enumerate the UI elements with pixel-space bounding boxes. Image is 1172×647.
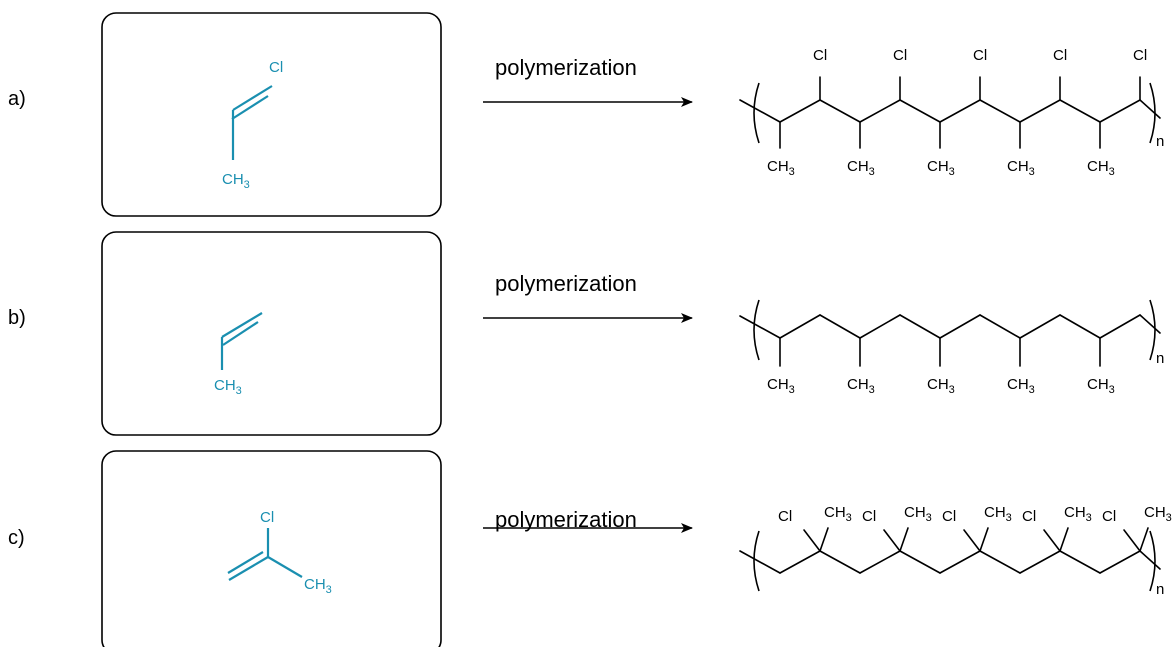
right-bracket (1149, 82, 1156, 144)
bond (899, 314, 941, 339)
end-bond-left (739, 315, 781, 339)
end-bond-left (739, 99, 781, 123)
ch3-label: CH3 (927, 158, 955, 178)
row-label-b: b) (8, 307, 26, 329)
ch3-bond (1139, 527, 1149, 552)
bond (899, 99, 941, 123)
bond (859, 550, 901, 574)
bond (939, 314, 981, 339)
monomer-c-ch: CH3 (304, 576, 332, 596)
ch3-label: CH3 (1144, 504, 1172, 524)
arrow-label-a: polymerization (495, 55, 637, 80)
bond (979, 314, 1021, 339)
ch3-bond (1059, 527, 1069, 552)
bond (1019, 99, 1061, 123)
bond (819, 550, 861, 574)
polymer-b: CH3 CH3 CH3 CH3 CH3 n (739, 299, 1164, 396)
monomer-c (227, 528, 303, 581)
ch3-label: CH3 (1087, 376, 1115, 396)
bond (1019, 550, 1061, 574)
bond (979, 550, 1021, 574)
cl-bond (1043, 529, 1061, 552)
repeat-n: n (1156, 133, 1164, 150)
arrow-label-b: polymerization (495, 271, 637, 296)
end-bond-right (1139, 550, 1161, 570)
monomer-b-ch: CH3 (214, 377, 242, 397)
cl-label: Cl (973, 47, 987, 64)
right-bracket (1149, 299, 1156, 361)
monomer-box-c (101, 450, 442, 647)
end-bond-right (1139, 99, 1161, 119)
bond (1019, 314, 1061, 339)
end-bond-right (1139, 314, 1161, 334)
bond (899, 550, 941, 574)
ch3-label: CH3 (767, 376, 795, 396)
row-label-a: a) (8, 88, 26, 110)
bond (979, 99, 1021, 123)
monomer-c-cl: Cl (260, 509, 274, 526)
ch3-label: CH3 (847, 376, 875, 396)
cl-bond (1123, 529, 1141, 552)
left-bracket (753, 299, 760, 361)
bond (1059, 99, 1101, 123)
ch3-bond (899, 527, 909, 552)
cl-label: Cl (1022, 508, 1036, 525)
monomer-b (220, 312, 263, 370)
bond (1059, 550, 1101, 574)
bond (779, 550, 821, 574)
left-bracket (753, 82, 760, 144)
right-bracket (1149, 530, 1156, 592)
cl-label: Cl (942, 508, 956, 525)
monomer-a (231, 85, 273, 160)
monomer-a-ch: CH3 (222, 171, 250, 191)
cl-label: Cl (813, 47, 827, 64)
bond (1099, 314, 1141, 339)
ch3-label: CH3 (927, 376, 955, 396)
ch3-label: CH3 (767, 158, 795, 178)
cl-label: Cl (1133, 47, 1147, 64)
cl-bond (963, 529, 981, 552)
ch3-bond (819, 527, 829, 552)
arrow-label-c: polymerization (495, 507, 637, 532)
bond (859, 99, 901, 123)
cl-label: Cl (1102, 508, 1116, 525)
end-bond-left (739, 550, 781, 574)
ch3-bond (979, 527, 989, 552)
cl-bond (803, 529, 821, 552)
ch3-label: CH3 (847, 158, 875, 178)
cl-label: Cl (778, 508, 792, 525)
row-label-c: c) (8, 527, 25, 549)
bond (819, 314, 861, 339)
bond (779, 314, 821, 339)
monomer-a-cl: Cl (269, 59, 283, 76)
repeat-n: n (1156, 581, 1164, 598)
left-bracket (753, 530, 760, 592)
bond (1059, 314, 1101, 339)
ch3-label: CH3 (1064, 504, 1092, 524)
ch3-label: CH3 (904, 504, 932, 524)
ch3-label: CH3 (1007, 158, 1035, 178)
bond (939, 550, 981, 574)
monomer-box-a (101, 12, 442, 217)
cl-label: Cl (862, 508, 876, 525)
repeat-n: n (1156, 350, 1164, 367)
ch3-label: CH3 (984, 504, 1012, 524)
cl-label: Cl (893, 47, 907, 64)
monomer-box-b (101, 231, 442, 436)
bond (859, 314, 901, 339)
bond (819, 99, 861, 123)
bond (1099, 99, 1141, 123)
polymer-c: Cl CH3 Cl CH3 Cl CH3 Cl CH3 Cl CH3 n (739, 504, 1172, 598)
ch3-label: CH3 (1007, 376, 1035, 396)
bond (939, 99, 981, 123)
bond (1099, 550, 1141, 574)
ch3-label: CH3 (824, 504, 852, 524)
cl-bond (883, 529, 901, 552)
cl-label: Cl (1053, 47, 1067, 64)
bond (779, 99, 821, 123)
ch3-label: CH3 (1087, 158, 1115, 178)
